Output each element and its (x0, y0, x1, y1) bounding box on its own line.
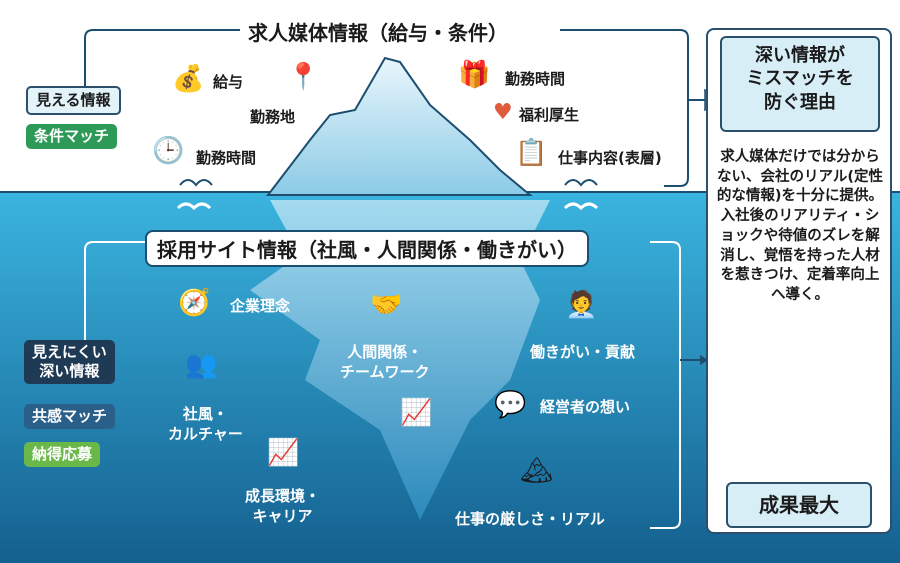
person-icon: 🧑‍💼 (565, 290, 598, 320)
top-title: 求人媒体情報（給与・条件） (240, 17, 516, 46)
growth-chart-icon: 📈 (267, 438, 300, 468)
gift-icon: 🎁 (458, 60, 491, 90)
item-label: 勤務時間 (196, 149, 257, 167)
map-pin-icon: 📍 (287, 62, 320, 92)
team-icon: 👥 (185, 350, 218, 380)
growth-chart-icon: 📈 (400, 398, 433, 428)
item-label: 仕事の厳しさ・リアル (455, 510, 605, 528)
compass-icon: 🧭 (178, 288, 211, 318)
panel-heading: 深い情報が ミスマッチを 防ぐ理由 (720, 36, 880, 132)
item-label: 福利厚生 (519, 106, 580, 124)
visible-info-tag: 見える情報 (26, 86, 121, 115)
item-label: 成長環境・ キャリア (245, 487, 321, 525)
money-bag-icon: 💰 (172, 64, 205, 94)
item-label: 勤務地 (250, 108, 296, 126)
iceberg-underwater (250, 200, 550, 520)
item-label: 給与 (213, 73, 244, 91)
clock-icon: 🕒 (152, 136, 185, 166)
clipboard-icon: 📋 (515, 138, 548, 168)
item-label: 社風・ カルチャー (168, 405, 243, 443)
item-label: 働きがい・貢献 (530, 343, 636, 361)
heart-icon: ♥ (493, 100, 513, 125)
condition-match-tag: 条件マッチ (26, 124, 118, 149)
top-bracket (84, 29, 689, 187)
reason-panel: 深い情報が ミスマッチを 防ぐ理由 求人媒体だけでは分からない、会社のリアル(定… (706, 28, 892, 534)
convinced-apply-tag: 納得応募 (24, 442, 101, 467)
item-label: 企業理念 (230, 297, 291, 315)
result-box: 成果最大 (726, 482, 872, 528)
speech-icon: 💬 (494, 390, 527, 420)
item-label: 仕事内容(表層) (558, 149, 662, 167)
bottom-title: 採用サイト情報（社風・人間関係・働きがい） (145, 230, 589, 267)
mountain-flag-icon: 🏔 (520, 456, 554, 486)
bottom-bracket (84, 241, 681, 529)
item-label: 経営者の想い (540, 398, 631, 416)
empathy-match-tag: 共感マッチ (24, 404, 116, 429)
iceberg-tip (265, 56, 533, 196)
hidden-info-tag: 見えにくい 深い情報 (24, 340, 115, 384)
panel-body: 求人媒体だけでは分からない、会社のリアル(定性的な情報)を十分に提供。入社後のリ… (716, 149, 884, 304)
item-label: 人間関係・ チームワーク (340, 343, 430, 381)
handshake-icon: 🤝 (370, 290, 403, 320)
item-label: 勤務時間 (505, 70, 566, 88)
